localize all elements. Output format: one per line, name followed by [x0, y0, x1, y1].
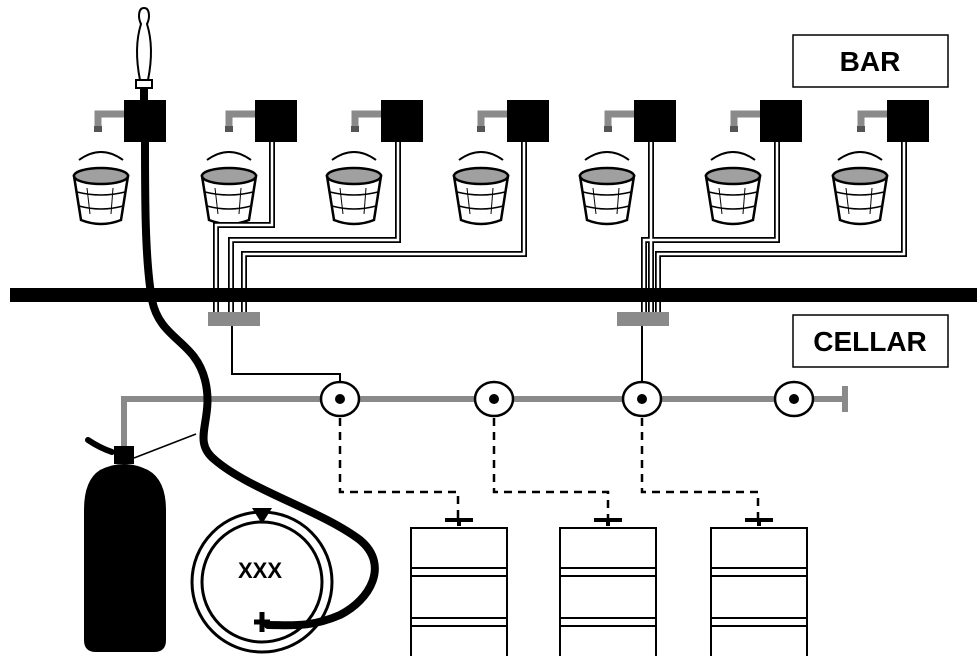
gas-cylinder-icon: [84, 433, 197, 652]
bucket-icon: [72, 150, 130, 226]
tap-icon: [477, 100, 549, 142]
bulkhead-connector-left: [208, 312, 260, 326]
hose-line: [141, 138, 379, 630]
keg-lines: [338, 418, 760, 518]
bar-label-text: BAR: [840, 46, 901, 77]
gas-coupler-icon: [621, 380, 663, 418]
bucket-icon: [325, 150, 383, 226]
gas-coupler-icon: [473, 380, 515, 418]
beer-line-to-coupler-1: [231, 326, 341, 384]
cellar-label-text: CELLAR: [813, 326, 927, 357]
keg-icon: [558, 518, 658, 656]
cask-icon: XXX: [190, 508, 334, 654]
keg-icon: [709, 518, 809, 656]
tap-icon: [225, 100, 297, 142]
tap-icon: [730, 100, 802, 142]
tap-icon: [857, 100, 929, 142]
bucket-icon: [704, 150, 762, 226]
gas-coupler-icon: [319, 380, 361, 418]
tap-icon: [351, 100, 423, 142]
bucket-icons: [72, 150, 889, 226]
keg-icons: [409, 518, 809, 656]
bulkhead-connector-right: [617, 312, 669, 326]
gas-coupler-icon: [773, 380, 815, 418]
cellar-label: CELLAR: [792, 314, 949, 368]
floor-divider: [10, 288, 977, 302]
bucket-icon: [452, 150, 510, 226]
bucket-icon: [200, 150, 258, 226]
gas-line: [121, 386, 848, 448]
handpump-icon: [135, 6, 153, 100]
bar-label: BAR: [792, 34, 949, 88]
cask-label: XXX: [238, 558, 282, 583]
bucket-icon: [831, 150, 889, 226]
tap-icon: [94, 100, 166, 142]
tap-icons: [94, 100, 929, 142]
bucket-icon: [578, 150, 636, 226]
tap-icon: [604, 100, 676, 142]
keg-icon: [409, 518, 509, 656]
